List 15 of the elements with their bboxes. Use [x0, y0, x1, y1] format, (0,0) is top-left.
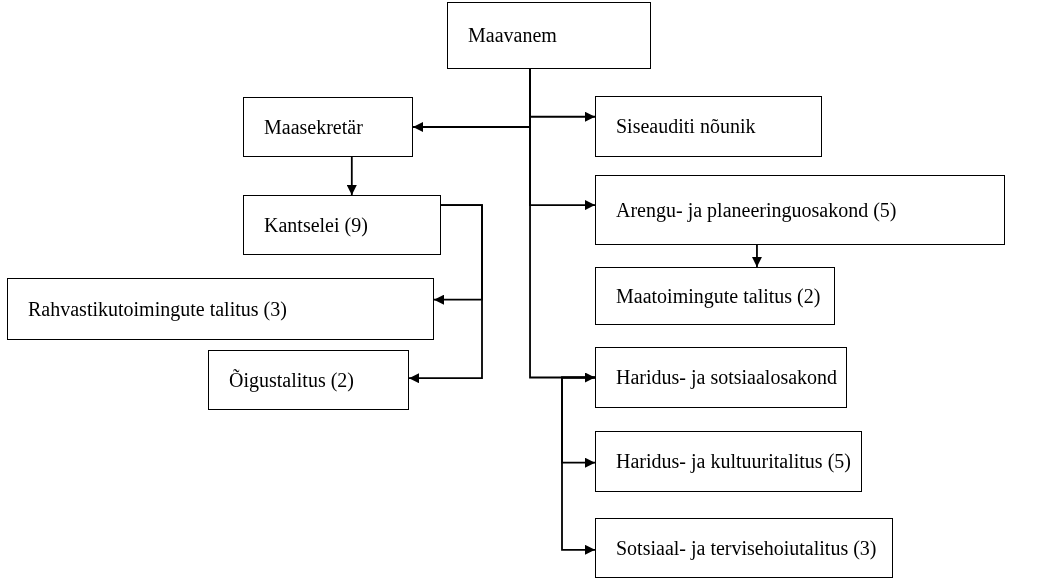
org-unit-box: Rahvastikutoimingute talitus (3): [7, 278, 434, 340]
org-unit-box: Kantselei (9): [243, 195, 441, 255]
org-unit-box: Haridus- ja kultuuritalitus (5): [595, 431, 862, 492]
connector-arrow: [561, 376, 596, 555]
org-unit-box: Haridus- ja sotsiaalosakond: [595, 347, 847, 408]
org-unit-box: Sotsiaal- ja tervisehoiutalitus (3): [595, 518, 893, 578]
org-unit-box: Õigustalitus (2): [208, 350, 409, 410]
org-unit-box: Maatoimingute talitus (2): [595, 267, 835, 325]
org-unit-box: Siseauditi nõunik: [595, 96, 822, 157]
connector-arrow: [346, 156, 357, 196]
connector-arrow: [408, 204, 483, 384]
connector-arrow: [751, 244, 762, 268]
org-unit-box: Maasekretär: [243, 97, 413, 157]
org-unit-box: Arengu- ja planeeringuosakond (5): [595, 175, 1005, 245]
org-unit-box: Maavanem: [447, 2, 651, 69]
